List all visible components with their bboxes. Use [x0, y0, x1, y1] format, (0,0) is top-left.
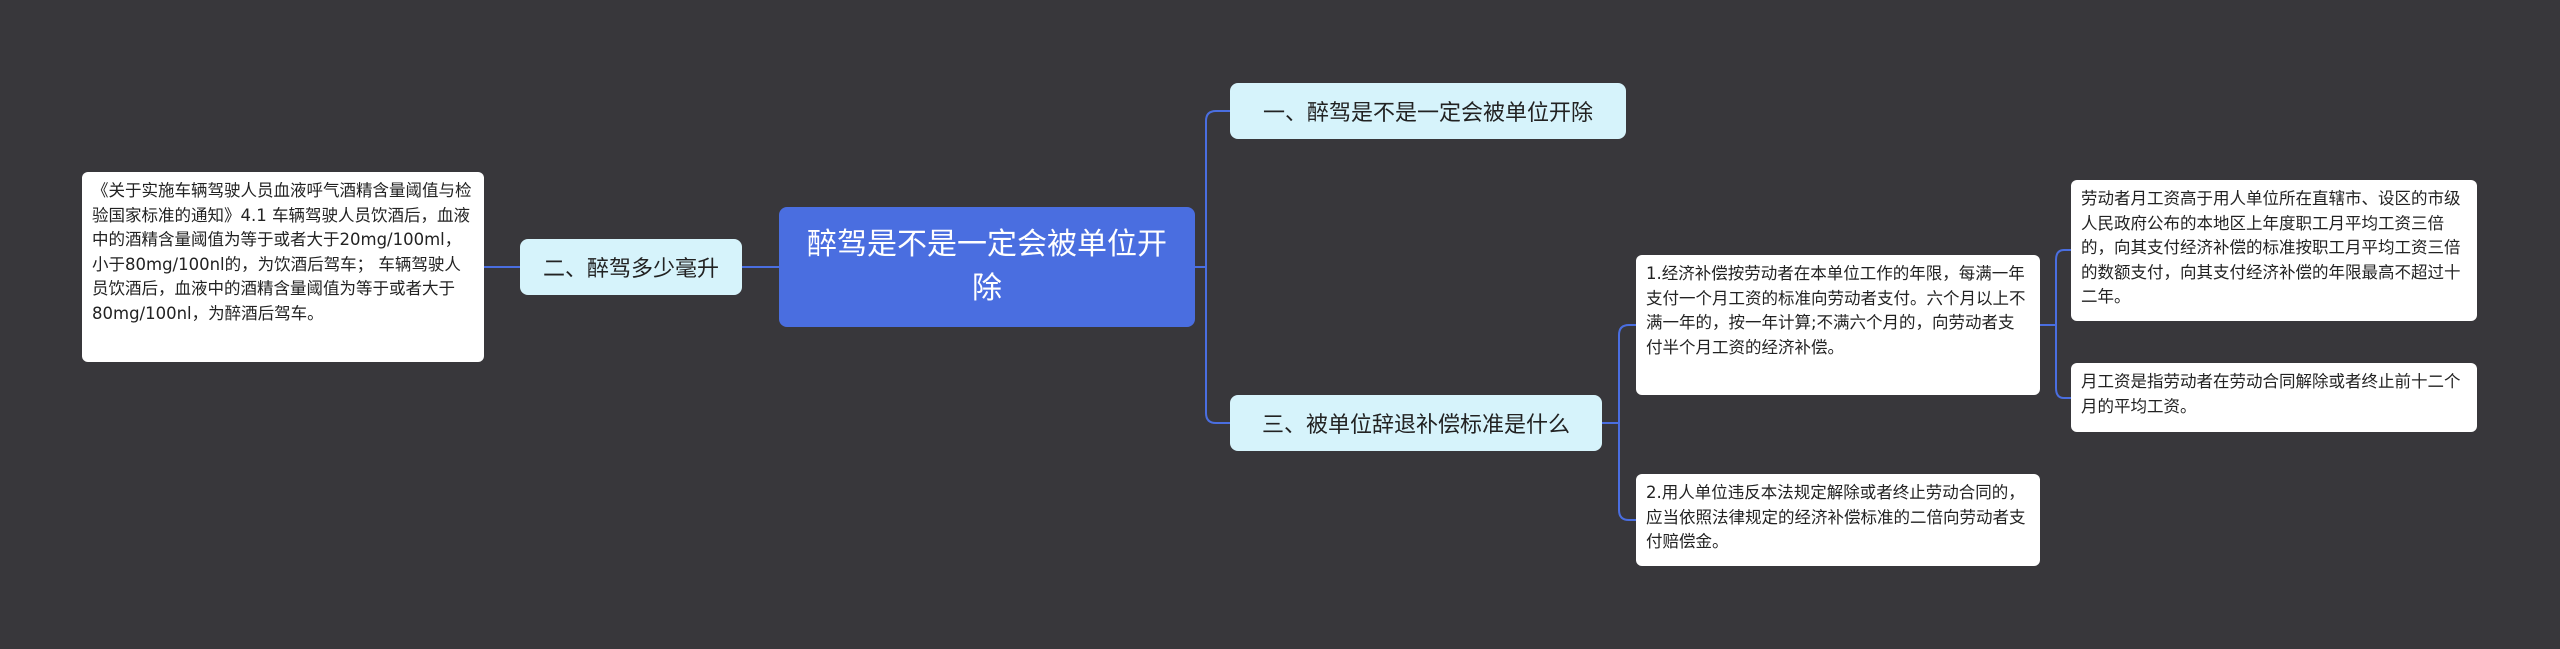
link-item-1-to-sub-2 — [2040, 324, 2071, 399]
link-branch-3-to-item-1 — [1602, 324, 1636, 424]
link-item-1-to-sub-1 — [2040, 249, 2071, 326]
item-1-sub-2-text: 月工资是指劳动者在劳动合同解除或者终止前十二个月的平均工资。 — [2081, 372, 2461, 416]
root-topic-label: 醉驾是不是一定会被单位开除 — [807, 227, 1167, 306]
branch-3-item-2-text: 2.用人单位违反本法规定解除或者终止劳动合同的，应当依照法律规定的经济补偿标准的… — [1646, 483, 2026, 551]
branch-2-topic[interactable]: 二、醉驾多少毫升 — [520, 239, 742, 295]
item-1-sub-2[interactable]: 月工资是指劳动者在劳动合同解除或者终止前十二个月的平均工资。 — [2071, 363, 2477, 432]
branch-1-label: 一、醉驾是不是一定会被单位开除 — [1262, 101, 1593, 126]
item-1-sub-1-text: 劳动者月工资高于用人单位所在直辖市、设区的市级人民政府公布的本地区上年度职工月平… — [2081, 189, 2461, 306]
branch-3-item-2[interactable]: 2.用人单位违反本法规定解除或者终止劳动合同的，应当依照法律规定的经济补偿标准的… — [1636, 474, 2040, 566]
link-root-to-branch-1 — [1195, 110, 1230, 268]
branch-2-label: 二、醉驾多少毫升 — [542, 257, 719, 282]
branch-3-item-1[interactable]: 1.经济补偿按劳动者在本单位工作的年限，每满一年支付一个月工资的标准向劳动者支付… — [1636, 255, 2040, 395]
item-1-sub-1[interactable]: 劳动者月工资高于用人单位所在直辖市、设区的市级人民政府公布的本地区上年度职工月平… — [2071, 180, 2477, 321]
branch-2-detail-note[interactable]: 《关于实施车辆驾驶人员血液呼气酒精含量阈值与检验国家标准的通知》4.1 车辆驾驶… — [82, 172, 484, 362]
root-topic[interactable]: 醉驾是不是一定会被单位开除 — [779, 207, 1195, 327]
link-branch-3-to-item-2 — [1602, 422, 1636, 521]
branch-3-item-1-text: 1.经济补偿按劳动者在本单位工作的年限，每满一年支付一个月工资的标准向劳动者支付… — [1646, 264, 2026, 357]
branch-3-topic[interactable]: 三、被单位辞退补偿标准是什么 — [1230, 395, 1602, 451]
branch-1-topic[interactable]: 一、醉驾是不是一定会被单位开除 — [1230, 83, 1626, 139]
branch-2-detail-text: 《关于实施车辆驾驶人员血液呼气酒精含量阈值与检验国家标准的通知》4.1 车辆驾驶… — [92, 181, 472, 323]
branch-3-label: 三、被单位辞退补偿标准是什么 — [1261, 413, 1570, 438]
link-root-to-branch-3 — [1195, 266, 1230, 424]
